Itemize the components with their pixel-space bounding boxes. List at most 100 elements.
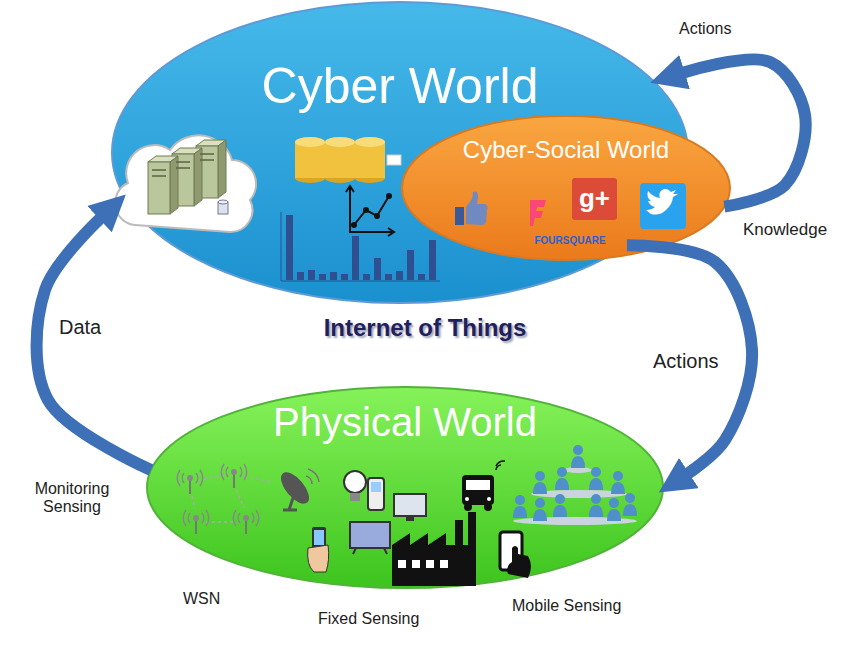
bar-chart-icon-part bbox=[352, 236, 359, 280]
google-plus-logo bbox=[572, 178, 617, 220]
cloud-servers-part bbox=[152, 154, 214, 176]
database-icon-part bbox=[295, 137, 325, 147]
cloud-servers-part-part bbox=[152, 175, 166, 177]
database-icon-part bbox=[387, 155, 401, 165]
text-slot: Mobile Sensing bbox=[512, 597, 642, 615]
world-heading: Cyber World bbox=[262, 58, 539, 116]
sensing-label: Fixed Sensing bbox=[318, 610, 419, 628]
devices-icon-part bbox=[350, 493, 360, 501]
bus-icon-part bbox=[484, 503, 492, 511]
text-slot: Cyber World bbox=[110, 58, 690, 116]
text-slot: Physical World bbox=[145, 399, 665, 445]
hand-phone-icon-part bbox=[308, 545, 329, 572]
bar-chart-icon-part bbox=[385, 274, 392, 280]
bar-chart-icon-part bbox=[281, 212, 282, 281]
text-slot: FOURSQUARE bbox=[526, 230, 614, 248]
text-slot: Monitoring Sensing bbox=[22, 480, 122, 517]
cyber-world-ellipse: Cyber-Social World g+ FOURSQUARE Cyber Worl… bbox=[110, 0, 690, 305]
logo-text: FOURSQUARE bbox=[534, 235, 605, 247]
satellite-dish-icon-part bbox=[283, 509, 297, 512]
flow-arrow bbox=[627, 245, 752, 475]
database-icon-part bbox=[355, 137, 385, 147]
physical-world-ellipse bbox=[147, 387, 663, 588]
cloud-servers-part bbox=[148, 140, 226, 214]
sensing-label: Mobile Sensing bbox=[512, 597, 621, 615]
bar-chart-icon-part bbox=[396, 271, 403, 280]
sensing-label: Monitoring Sensing bbox=[22, 480, 122, 517]
world-heading: Physical World bbox=[273, 399, 537, 445]
text-slot: Knowledge bbox=[743, 220, 843, 240]
devices-icon-part bbox=[406, 516, 414, 521]
sensing-label: WSN bbox=[183, 590, 220, 608]
bar-chart-icon-part bbox=[363, 274, 370, 280]
factory-icon-part bbox=[398, 560, 406, 568]
edge-label: Actions bbox=[676, 20, 734, 38]
devices-icon-part bbox=[371, 482, 381, 492]
factory-icon-part bbox=[412, 560, 420, 568]
text-slot: Fixed Sensing bbox=[318, 610, 438, 628]
bus-icon-part bbox=[462, 475, 494, 505]
google-plus-logo-part bbox=[572, 178, 617, 220]
bar-chart-icon-part bbox=[374, 258, 381, 280]
twitter-logo bbox=[640, 183, 686, 229]
bus-icon-part bbox=[487, 497, 491, 501]
line-chart-icon-part bbox=[374, 213, 380, 219]
like-icon-part bbox=[455, 207, 464, 225]
database-icon-part bbox=[325, 142, 355, 178]
bar-chart-icon-part bbox=[286, 215, 293, 280]
devices-icon-part bbox=[368, 478, 384, 510]
bar-chart-icon-part bbox=[308, 270, 315, 280]
bar-chart-icon-part bbox=[281, 281, 440, 282]
cloud-servers-part-part bbox=[170, 156, 178, 214]
knowledge-label: Knowledge bbox=[743, 220, 827, 240]
cloud-servers-part-part bbox=[200, 159, 214, 161]
world-heading: Cyber-Social World bbox=[463, 136, 669, 164]
bar-chart-icon-part bbox=[418, 274, 425, 280]
logo-text: g+ bbox=[579, 184, 610, 214]
text-slot: Data bbox=[56, 316, 104, 339]
bus-icon-part bbox=[465, 497, 469, 501]
cloud-servers-part-part bbox=[194, 148, 202, 206]
bar-chart-icon-part bbox=[330, 272, 337, 280]
cloud-servers-part bbox=[218, 200, 228, 204]
bar-chart-icon-part bbox=[319, 274, 326, 280]
hand-phone-icon-part bbox=[314, 530, 324, 545]
cloud-servers-part-part bbox=[200, 153, 214, 155]
text-slot: Cyber-Social World bbox=[400, 136, 732, 164]
database-icon-part bbox=[355, 142, 385, 178]
text-slot: Internet of Things bbox=[200, 314, 650, 342]
cloud-servers-part-part bbox=[176, 167, 190, 169]
database-icon-part bbox=[295, 142, 325, 178]
bus-icon-part bbox=[466, 480, 490, 490]
line-chart-icon-part bbox=[351, 222, 357, 228]
twitter-logo-part bbox=[646, 189, 678, 215]
text-slot: WSN bbox=[183, 590, 243, 608]
devices-icon-part bbox=[344, 471, 366, 493]
bar-chart-icon-part bbox=[429, 240, 436, 280]
factory-icon-part bbox=[440, 560, 448, 568]
edge-label: Data bbox=[56, 316, 104, 339]
cyber-social-ellipse: Cyber-Social World g+ FOURSQUARE bbox=[400, 114, 732, 262]
devices-icon-part bbox=[394, 494, 426, 516]
cloud-servers-part-part bbox=[218, 140, 226, 198]
cyber-social-ellipse bbox=[402, 116, 730, 260]
cloud-servers-part-part bbox=[152, 169, 166, 171]
bus-icon-part bbox=[464, 503, 472, 511]
edge-label: Actions bbox=[650, 350, 722, 373]
twitter-logo-part bbox=[640, 183, 686, 229]
cloud-servers-part-part bbox=[176, 161, 190, 163]
line-chart-icon-part bbox=[363, 207, 369, 213]
flow-arrow bbox=[37, 217, 151, 470]
devices-icon-part bbox=[350, 522, 390, 548]
physical-world-ellipse: Physical World bbox=[145, 385, 665, 590]
factory-icon-part bbox=[426, 560, 434, 568]
line-chart-icon-part bbox=[386, 193, 392, 199]
text-slot: g+ bbox=[572, 178, 617, 220]
bar-chart-icon-part bbox=[407, 250, 414, 280]
bar-chart-icon-part bbox=[341, 274, 348, 280]
cloud-servers-part-part bbox=[148, 162, 170, 214]
text-slot: Actions bbox=[676, 20, 734, 38]
text-slot: Actions bbox=[650, 350, 722, 373]
